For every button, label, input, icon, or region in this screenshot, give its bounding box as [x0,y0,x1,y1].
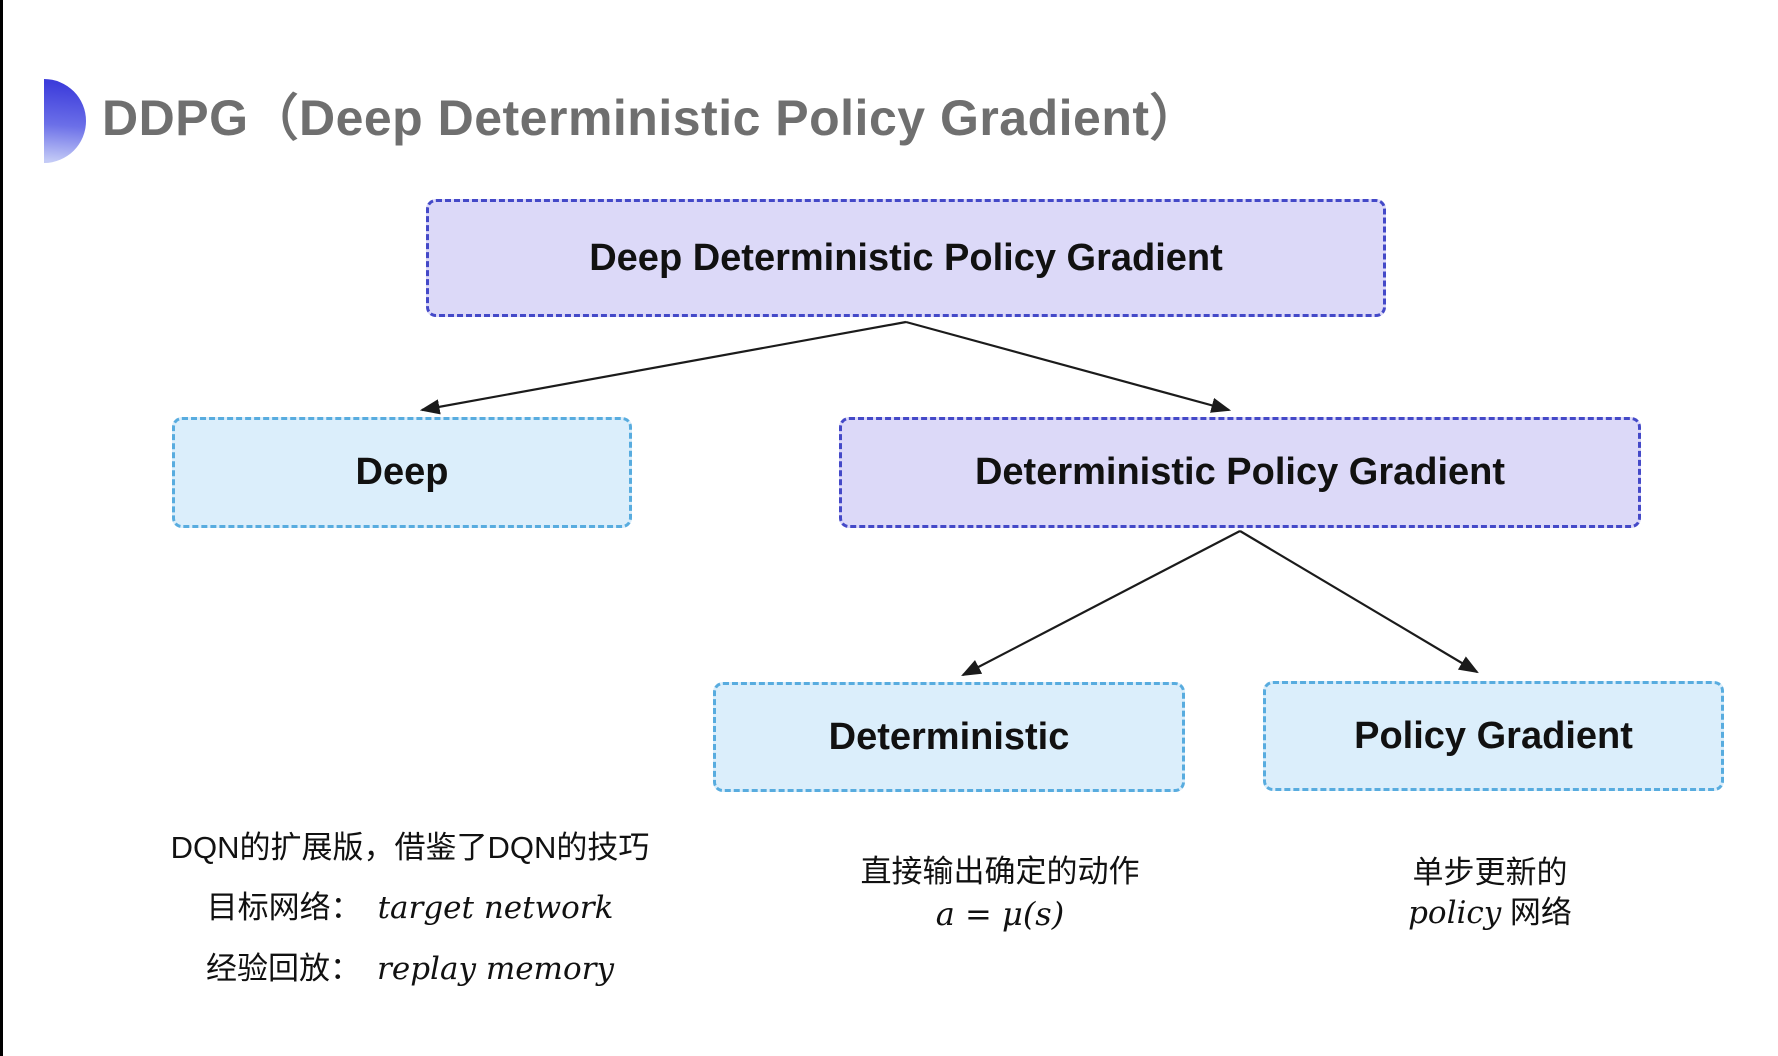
note-deep-line3: 经验回放： replay memory [110,949,710,989]
note-deep-line1-text: DQN的扩展版，借鉴了DQN的技巧 [170,830,650,865]
note-deterministic-line1-text: 直接输出确定的动作 [860,854,1140,889]
note-policy-term: policy [1408,895,1502,931]
note-deterministic-formula: a = μ(s) [790,894,1210,935]
tree-node-policy-gradient: Policy Gradient [1263,681,1724,791]
tree-node-deterministic-policy-gradient: Deterministic Policy Gradient [839,417,1641,528]
arrow-dpg-to-policy-gradient [1239,530,1479,674]
note-policy-gradient-line1: 单步更新的 [1290,853,1690,893]
note-deep-line1: DQN的扩展版，借鉴了DQN的技巧 [110,828,710,868]
tree-node-policy-gradient-label: Policy Gradient [1354,714,1633,757]
note-target-network-label: 目标网络： [206,890,362,925]
note-replay-memory-term: replay memory [377,951,614,987]
tree-node-deep: Deep [172,417,632,528]
formula-a-equals-mu-s: a = μ(s) [935,895,1065,933]
note-target-network-term: target network [377,890,614,926]
bullet-semicircle-icon [44,79,86,163]
page-title: DDPG（Deep Deterministic Policy Gradient） [102,90,1201,146]
tree-node-deep-label: Deep [355,451,449,493]
tree-node-dpg-label: Deterministic Policy Gradient [974,451,1506,493]
note-deep-line2: 目标网络： target network [110,888,710,928]
tree-node-root: Deep Deterministic Policy Gradient [426,199,1386,317]
note-policy-suffix: 网络 [1501,895,1572,930]
arrow-root-to-deep [419,320,907,415]
left-edge-border [0,0,3,1056]
tree-node-root-label: Deep Deterministic Policy Gradient [589,236,1223,279]
note-replay-memory-label: 经验回放： [206,951,362,986]
tree-node-deterministic-label: Deterministic [828,715,1070,758]
arrow-dpg-to-deterministic [961,530,1241,677]
note-deterministic-line1: 直接输出确定的动作 [790,852,1210,892]
note-policy-gradient-line1-text: 单步更新的 [1412,855,1568,890]
note-policy-gradient-line2: policy 网络 [1290,893,1690,933]
arrow-root-to-dpg [905,320,1232,413]
tree-node-deterministic: Deterministic [713,682,1185,792]
